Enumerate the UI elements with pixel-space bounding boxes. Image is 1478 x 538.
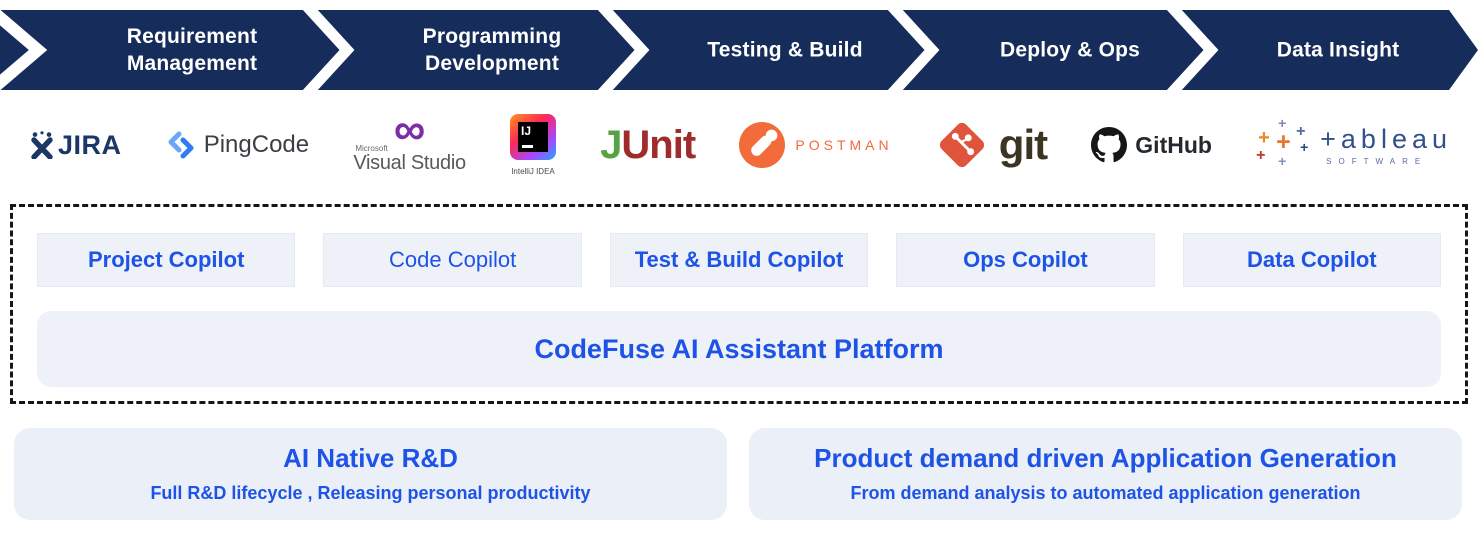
flow-stage-requirement-management: Requirement Management bbox=[126, 25, 258, 75]
git-icon bbox=[939, 122, 984, 168]
code-copilot-box: Code Copilot bbox=[323, 233, 582, 287]
jira-icon bbox=[31, 131, 53, 159]
flow-stage-programming-development: Programming Development bbox=[422, 25, 562, 75]
tableau-software-caption: SOFTWARE bbox=[1326, 157, 1428, 166]
junit-j-letter: J bbox=[600, 122, 622, 167]
github-logo: GitHub bbox=[1091, 127, 1212, 163]
outcomes-row: AI Native R&D Full R&D lifecycle , Relea… bbox=[14, 428, 1462, 520]
visual-studio-microsoft-label: Microsoft bbox=[355, 144, 388, 153]
intellij-logo: IJ IntelliJ IDEA bbox=[509, 114, 556, 176]
flow-stage-deploy-ops: Deploy & Ops bbox=[999, 38, 1141, 62]
outcome-title: Product demand driven Application Genera… bbox=[814, 443, 1397, 473]
jira-logo: JIRA bbox=[30, 130, 122, 161]
outcome-subtitle: From demand analysis to automated applic… bbox=[850, 483, 1361, 503]
intellij-badge-text: IJ bbox=[520, 124, 531, 138]
postman-wordmark: POSTMAN bbox=[795, 137, 893, 153]
pingcode-wordmark: PingCode bbox=[203, 131, 310, 158]
postman-logo: POSTMAN bbox=[739, 122, 892, 168]
outcome-subtitle: Full R&D lifecycle , Releasing personal … bbox=[150, 483, 591, 503]
pingcode-icon bbox=[168, 131, 194, 159]
visual-studio-logo: ∞ Microsoft Visual Studio bbox=[353, 105, 466, 174]
codefuse-platform-bar: CodeFuse AI Assistant Platform bbox=[37, 311, 1441, 387]
flow-stage-data-insight: Data Insight bbox=[1276, 38, 1400, 62]
github-octocat-icon bbox=[1091, 127, 1128, 163]
git-logo: git bbox=[937, 120, 1048, 170]
ai-native-rd-box: AI Native R&D Full R&D lifecycle , Relea… bbox=[14, 428, 727, 520]
tableau-icon: + + + + + + + bbox=[1256, 115, 1309, 169]
visual-studio-wordmark: Visual Studio bbox=[353, 152, 466, 174]
flow-arrow-band bbox=[0, 10, 1478, 90]
product-demand-box: Product demand driven Application Genera… bbox=[749, 428, 1462, 520]
data-copilot-box: Data Copilot bbox=[1182, 233, 1442, 287]
intellij-caption: IntelliJ IDEA bbox=[511, 167, 555, 176]
test-build-copilot-box: Test & Build Copilot bbox=[609, 233, 869, 287]
tableau-wordmark: +ableau bbox=[1320, 124, 1452, 154]
visual-studio-infinity-icon: ∞ bbox=[393, 105, 426, 154]
copilot-row: Project Copilot Code Copilot Test & Buil… bbox=[37, 233, 1442, 287]
postman-icon bbox=[739, 122, 786, 168]
flow-band: Requirement Management Programming Devel… bbox=[0, 10, 1478, 90]
junit-unit-letters: Unit bbox=[621, 122, 696, 167]
pingcode-logo: PingCode bbox=[166, 130, 309, 160]
jira-wordmark: JIRA bbox=[58, 129, 122, 160]
github-wordmark: GitHub bbox=[1135, 131, 1212, 158]
outcome-title: AI Native R&D bbox=[283, 443, 458, 473]
intellij-icon: IJ bbox=[509, 114, 556, 160]
project-copilot-box: Project Copilot bbox=[37, 233, 296, 287]
flow-stage-testing-build: Testing & Build bbox=[707, 38, 863, 62]
codefuse-platform-container: Project Copilot Code Copilot Test & Buil… bbox=[10, 204, 1468, 404]
tableau-logo: + + + + + + + +ableau SOFTWARE bbox=[1256, 115, 1452, 172]
ops-copilot-box: Ops Copilot bbox=[896, 233, 1155, 287]
git-wordmark: git bbox=[998, 121, 1048, 168]
tool-logos-row: JIRA PingCode ∞ Microsoft Visual Studio … bbox=[0, 90, 1478, 196]
